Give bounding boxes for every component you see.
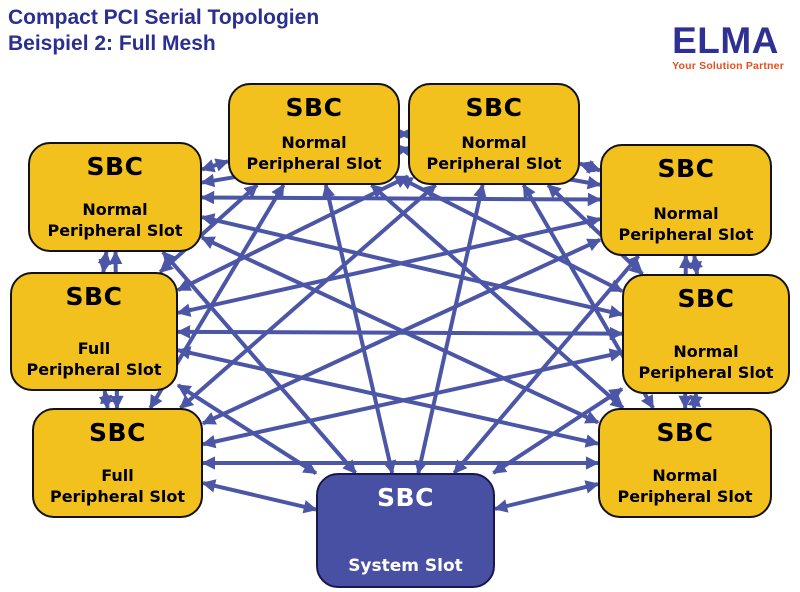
node-title: SBC <box>65 282 123 311</box>
slide-title-line1: Compact PCI Serial Topologien <box>8 6 320 29</box>
mesh-arrow-mr-ll <box>201 348 624 449</box>
node-subtitle: Full Peripheral Slot <box>49 466 186 506</box>
mesh-arrow-tl-mr <box>398 176 624 293</box>
node-title: SBC <box>377 483 434 512</box>
mesh-arrow-ml-ll <box>98 389 114 410</box>
node-title: SBC <box>657 154 715 183</box>
mesh-arrow-tr-ml <box>176 174 410 292</box>
node-title: SBC <box>285 93 343 122</box>
mesh-arrow-ml-lr <box>176 346 600 448</box>
node-title: SBC <box>89 418 146 447</box>
node-top-left-normal-peripheral-slot: SBC Normal Peripheral Slot <box>228 83 400 185</box>
mesh-arrow-ur-ml <box>176 215 602 317</box>
node-system-slot: SBC System Slot <box>316 473 495 588</box>
slide-title: Compact PCI Serial Topologien Beispiel 2… <box>8 5 319 57</box>
node-mid-left-full-peripheral-slot: SBC Full Peripheral Slot <box>10 272 178 391</box>
mesh-arrow-ml-mr <box>176 325 624 341</box>
node-title: SBC <box>677 284 735 313</box>
mesh-arrow-tl-sys <box>321 183 397 475</box>
mesh-arrow-tr-sys <box>414 183 487 475</box>
mesh-arrow-ul-tl <box>200 158 230 173</box>
node-subtitle: Normal Peripheral Slot <box>426 133 562 173</box>
node-top-right-normal-peripheral-slot: SBC Normal Peripheral Slot <box>408 83 580 185</box>
node-mid-right-normal-peripheral-slot: SBC Normal Peripheral Slot <box>622 274 790 394</box>
node-subtitle: Normal Peripheral Slot <box>618 204 754 244</box>
elma-logo-wordmark: ELMA <box>672 20 779 61</box>
elma-logo: ELMA Your Solution Partner <box>672 20 784 72</box>
mesh-arrow-lr-sys <box>493 480 600 513</box>
mesh-arrow-ul-ml <box>97 250 112 274</box>
mesh-arrow-tr-ur <box>578 160 602 174</box>
node-low-left-full-peripheral-slot: SBC Full Peripheral Slot <box>32 408 203 518</box>
node-title: SBC <box>656 418 714 447</box>
mesh-arrow-ur-mr <box>688 254 703 276</box>
node-subtitle: Normal Peripheral Slot <box>246 133 382 173</box>
mesh-arrow-mr-lr <box>687 392 703 410</box>
node-subtitle: System Slot <box>348 556 463 576</box>
node-upper-left-normal-peripheral-slot: SBC Normal Peripheral Slot <box>28 142 202 252</box>
node-title: SBC <box>465 93 523 122</box>
node-subtitle: Normal Peripheral Slot <box>47 200 183 240</box>
node-subtitle: Full Peripheral Slot <box>26 339 162 379</box>
mesh-arrow-ul-ur <box>200 190 602 207</box>
node-title: SBC <box>86 152 144 181</box>
node-subtitle: Normal Peripheral Slot <box>617 466 753 506</box>
node-subtitle: Normal Peripheral Slot <box>638 342 774 382</box>
elma-logo-tagline: Your Solution Partner <box>672 60 784 72</box>
mesh-arrow-ll-sys <box>201 479 318 514</box>
node-low-right-normal-peripheral-slot: SBC Normal Peripheral Slot <box>598 408 772 518</box>
node-upper-right-normal-peripheral-slot: SBC Normal Peripheral Slot <box>600 144 772 256</box>
slide-title-line2: Beispiel 2: Full Mesh <box>8 32 216 55</box>
